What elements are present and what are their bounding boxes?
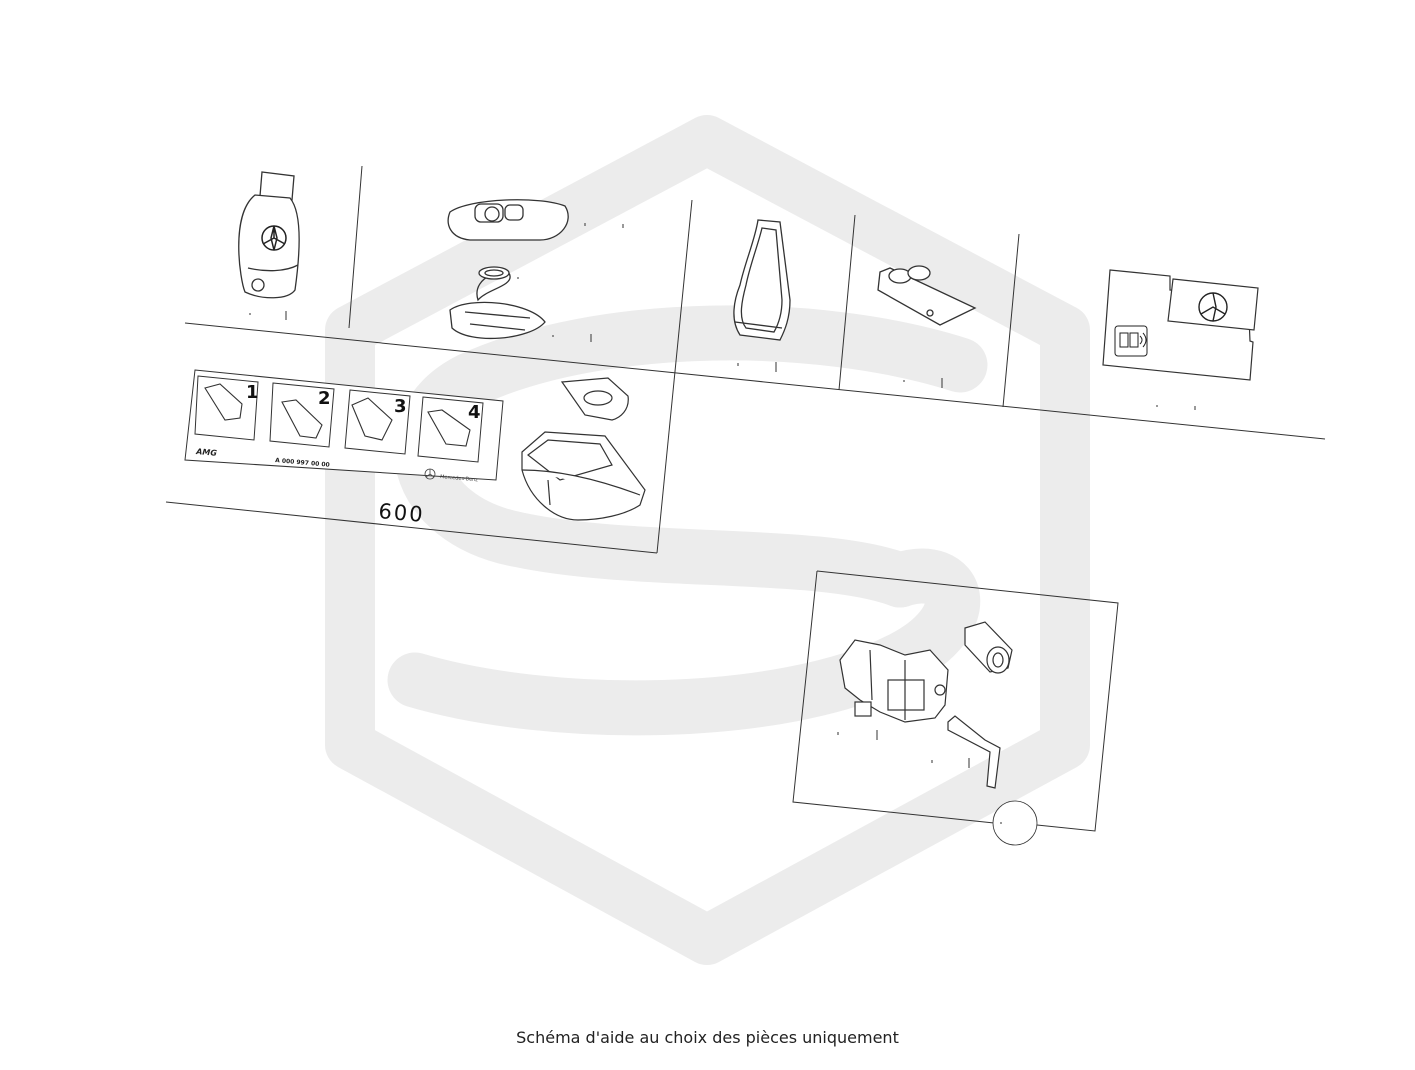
button-pad [877,265,977,326]
leader-ticks-1 [249,311,287,320]
step-number-1: 1 [246,382,259,403]
key-fob-chrome [238,171,300,299]
instruction-brand-text: Mercedes-Benz [440,474,479,483]
step-number-4: 4 [468,402,481,423]
key-sleeve [733,219,791,341]
keyless-go-card-icon [1114,325,1148,357]
key-fob-exploded [447,199,569,340]
watermark-logo [325,115,1090,965]
mercedes-star-icon [261,225,287,251]
lock-cylinder [964,621,1013,674]
keyless-card [1102,269,1259,381]
ignition-lock-frame [792,570,1119,832]
leader-ticks-4 [903,378,943,388]
step-numbers: 1 2 3 4 [246,382,481,423]
leader-ticks-3 [737,362,777,372]
callout-circle [992,800,1038,846]
leader-ticks-6 [837,730,970,768]
amg-logo: AMG [195,447,218,458]
step-number-2: 2 [318,388,331,409]
leader-ticks-5 [1156,405,1196,410]
group-number: 600 [378,499,426,527]
mercedes-star-icon [1198,292,1228,322]
emergency-key-blade [947,715,1001,789]
instruction-part-number: A 000 997 00 00 [275,457,330,469]
step-key-sketches [204,383,471,447]
leader-ticks-2 [517,223,624,342]
diagram-caption: Schéma d'aide au choix des pièces unique… [516,1028,899,1047]
ignition-lock-housing [839,639,949,723]
frame-lines [165,165,1326,554]
step-number-3: 3 [394,396,407,417]
key-case-box [521,377,646,521]
mercedes-star-icon [424,468,436,480]
